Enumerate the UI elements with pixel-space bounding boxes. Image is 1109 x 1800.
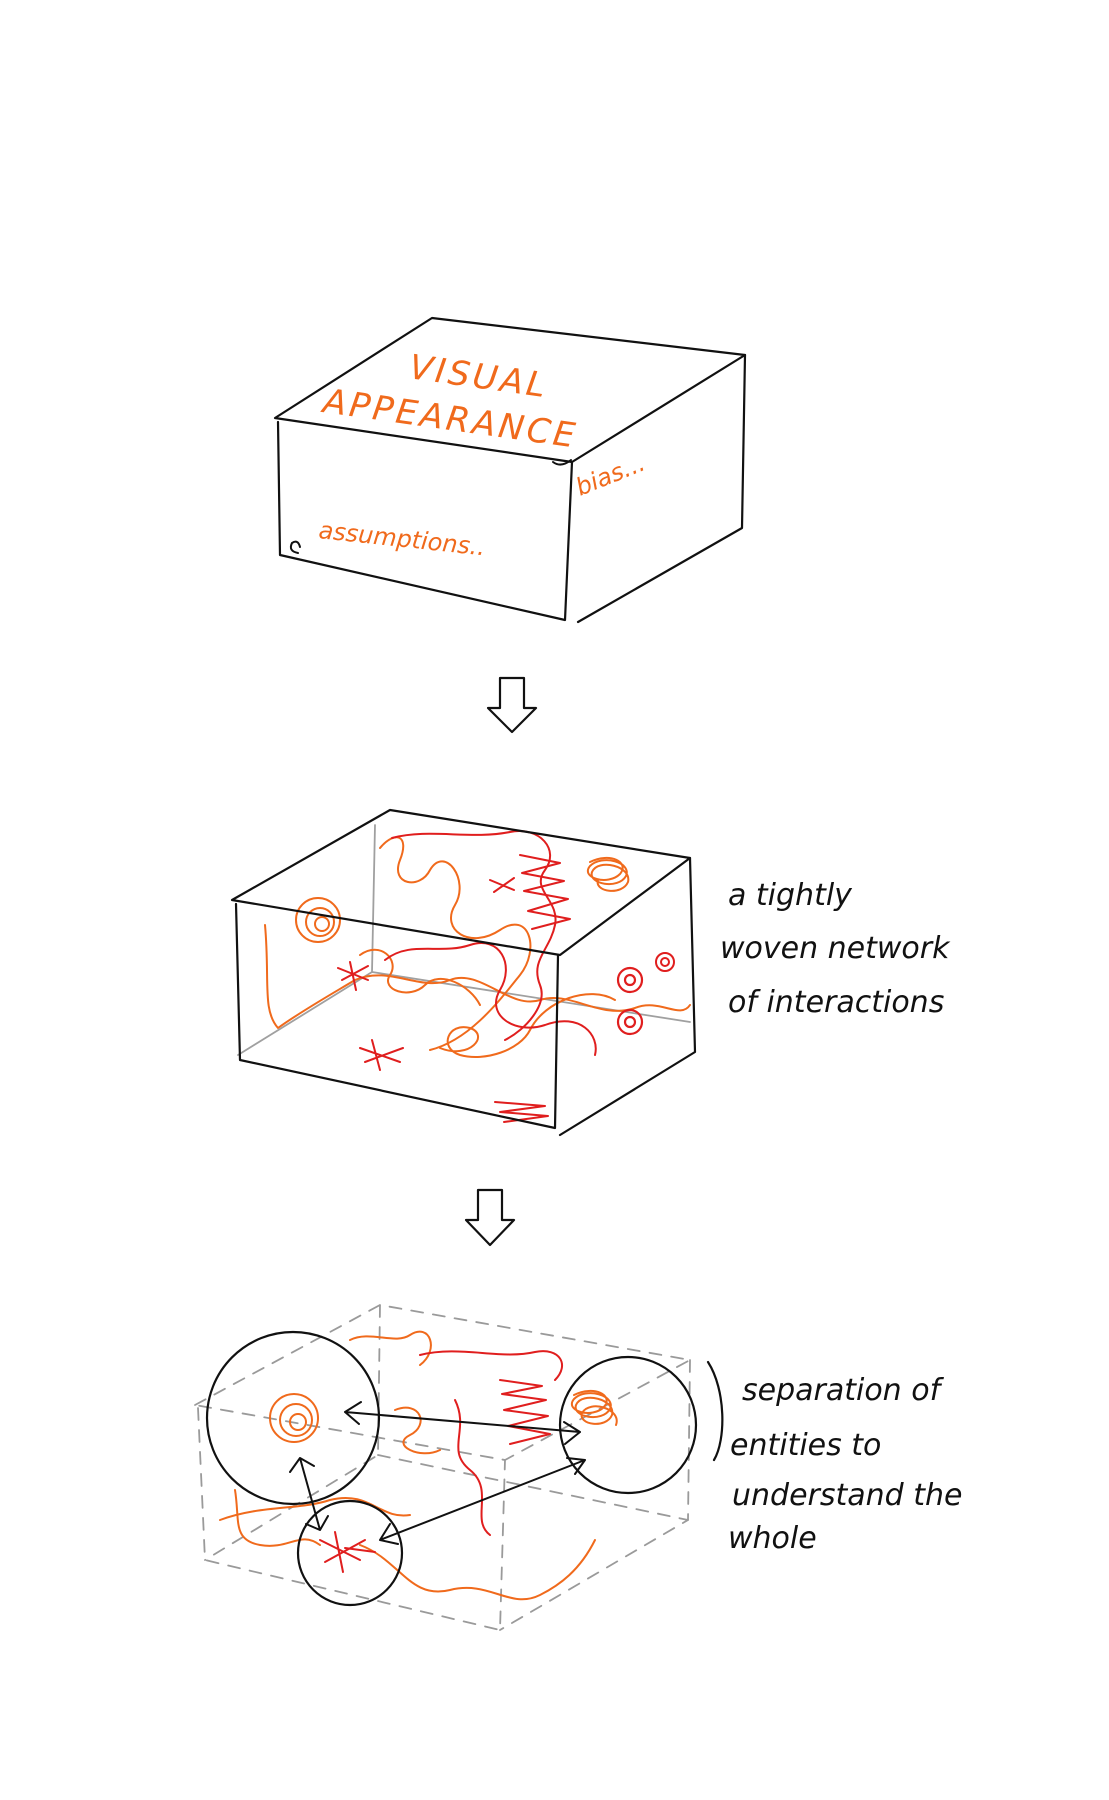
assumptions-label: assumptions..	[317, 516, 486, 561]
stage2-note-line2: woven network	[720, 931, 951, 966]
stage2-note-line3: of interactions	[728, 985, 944, 1020]
tangled-box	[230, 808, 697, 1137]
bracket	[706, 1360, 724, 1462]
down-arrow-icon	[464, 1188, 516, 1247]
closed-box: VISUAL APPEARANCE assumptions.. bias...	[273, 316, 747, 624]
down-arrow-icon	[486, 676, 538, 734]
stage2-note-line1: a tightly	[728, 878, 853, 913]
bias-label: bias...	[572, 449, 649, 502]
stage3-note-line2: entities to	[730, 1428, 881, 1463]
separated-entities	[194, 1304, 698, 1631]
stage3-note-line4: whole	[728, 1521, 817, 1556]
stage3-note-line1: separation of	[742, 1373, 945, 1408]
stage3-note-line3: understand the	[732, 1478, 962, 1513]
